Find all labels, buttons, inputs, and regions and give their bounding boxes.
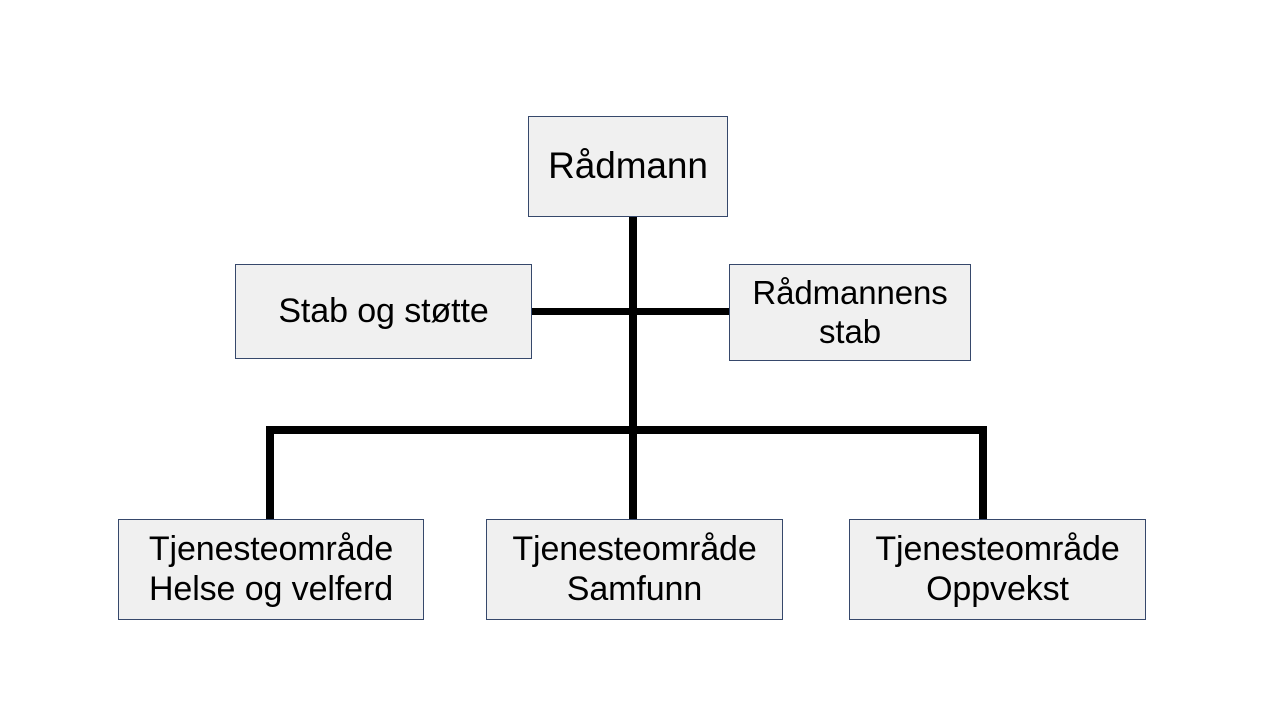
node-tjenesteomrade-oppvekst[interactable]: Tjenesteområde Oppvekst: [849, 519, 1146, 620]
connector-drop-to-helse-og-velferd: [266, 426, 274, 521]
node-stab-og-stotte[interactable]: Stab og støtte: [235, 264, 532, 359]
node-radmannens-stab[interactable]: Rådmannens stab: [729, 264, 971, 361]
node-radmann[interactable]: Rådmann: [528, 116, 728, 217]
connector-service-horizontal-bar: [266, 426, 987, 434]
connector-staff-horizontal-bar: [529, 308, 732, 315]
connector-vertical-trunk: [629, 210, 637, 522]
connector-drop-to-oppvekst: [979, 426, 987, 521]
node-tjenesteomrade-samfunn[interactable]: Tjenesteområde Samfunn: [486, 519, 783, 620]
node-tjenesteomrade-helse-og-velferd[interactable]: Tjenesteområde Helse og velferd: [118, 519, 424, 620]
